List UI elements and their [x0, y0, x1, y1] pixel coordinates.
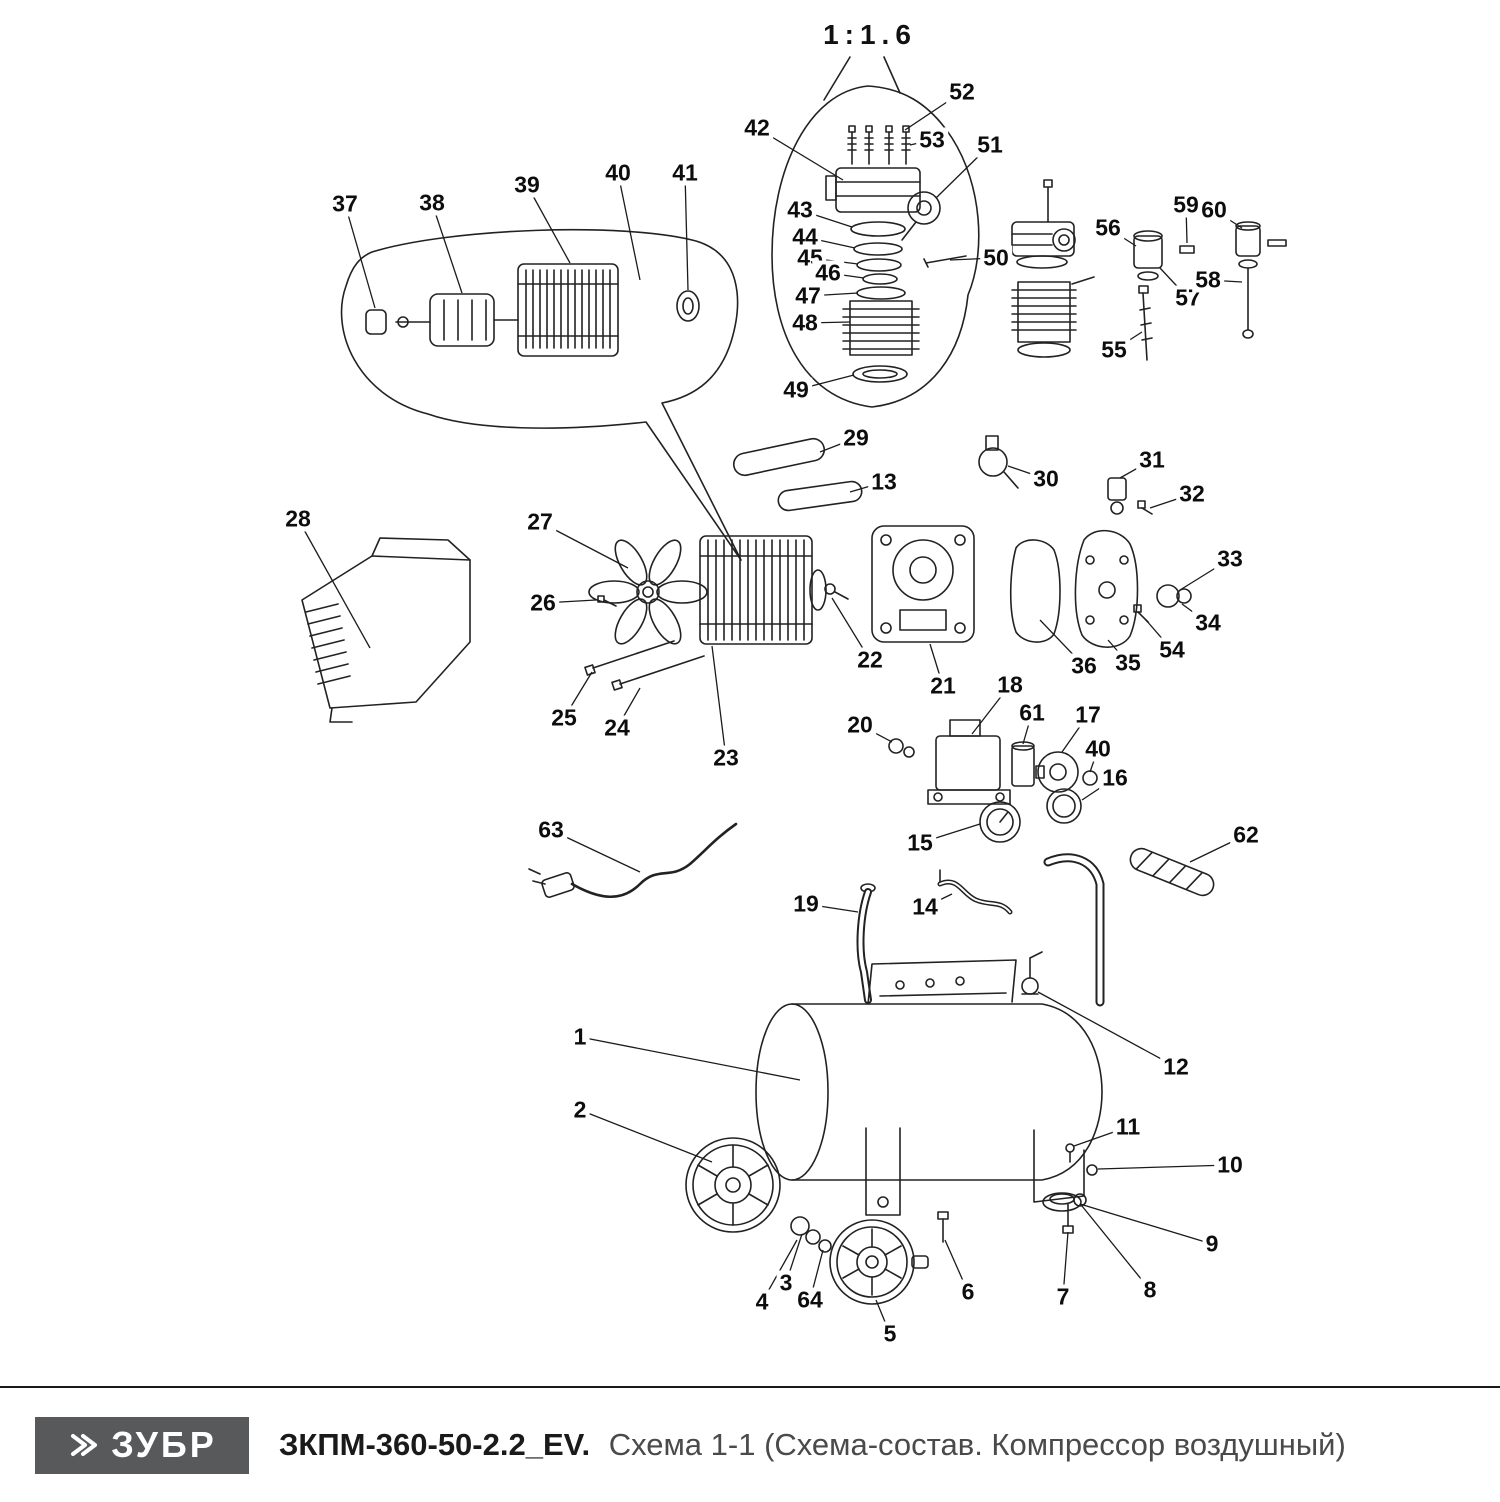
part-label-43: 43: [784, 197, 816, 223]
part-label-3: 3: [776, 1270, 796, 1296]
part-label-15: 15: [904, 830, 936, 856]
scale-annotation: 1:1.6: [819, 19, 921, 51]
part-label-58: 58: [1192, 267, 1224, 293]
part-label-7: 7: [1053, 1284, 1073, 1310]
document-title: ЗКПМ-360-50-2.2_EV. Схема 1-1 (Схема-сос…: [279, 1427, 1346, 1463]
part-label-32: 32: [1176, 481, 1208, 507]
part-label-18: 18: [994, 672, 1026, 698]
part-label-12: 12: [1160, 1054, 1192, 1080]
part-label-5: 5: [880, 1321, 900, 1347]
part-label-61: 61: [1016, 700, 1048, 726]
part-label-60: 60: [1198, 197, 1230, 223]
part-label-35: 35: [1112, 650, 1144, 676]
part-label-26: 26: [527, 590, 559, 616]
part-label-40: 40: [1082, 736, 1114, 762]
part-label-42: 42: [741, 115, 773, 141]
part-label-4: 4: [752, 1289, 772, 1315]
part-label-59: 59: [1170, 192, 1202, 218]
pressure-switch-group-drawing: [888, 719, 1098, 843]
part-label-50: 50: [980, 245, 1012, 271]
part-label-27: 27: [524, 509, 556, 535]
part-label-14: 14: [909, 894, 941, 920]
part-label-48: 48: [789, 310, 821, 336]
part-label-13: 13: [868, 469, 900, 495]
part-label-20: 20: [844, 712, 876, 738]
part-label-37: 37: [329, 191, 361, 217]
part-label-21: 21: [927, 673, 959, 699]
part-label-24: 24: [601, 715, 633, 741]
part-label-53: 53: [916, 127, 948, 153]
part-label-44: 44: [789, 224, 821, 250]
part-label-22: 22: [854, 647, 886, 673]
power-cord-drawing: [528, 822, 738, 898]
part-label-41: 41: [669, 160, 701, 186]
tank-drawing: [685, 951, 1103, 1305]
footer: ЗУБР ЗКПМ-360-50-2.2_EV. Схема 1-1 (Схем…: [0, 1386, 1500, 1502]
cylinder-head-exploded-drawing: [771, 85, 980, 408]
small-valve-parts-drawing: [1133, 221, 1287, 361]
model-code: ЗКПМ-360-50-2.2_EV.: [279, 1427, 591, 1462]
brand-logo: ЗУБР: [35, 1416, 249, 1474]
part-label-2: 2: [570, 1097, 590, 1123]
pipes-drawing: [856, 847, 1215, 1007]
brand-arrow-icon: [71, 1434, 98, 1456]
part-label-56: 56: [1092, 215, 1124, 241]
part-label-30: 30: [1030, 466, 1062, 492]
part-label-19: 19: [790, 891, 822, 917]
part-label-49: 49: [780, 377, 812, 403]
part-label-51: 51: [974, 132, 1006, 158]
part-label-34: 34: [1192, 610, 1224, 636]
part-label-62: 62: [1230, 822, 1262, 848]
part-label-31: 31: [1136, 447, 1168, 473]
scheme-title: Схема 1-1 (Схема-состав. Компрессор возд…: [608, 1427, 1346, 1462]
part-label-1: 1: [570, 1024, 590, 1050]
brand-name: ЗУБР: [111, 1424, 217, 1465]
part-label-39: 39: [511, 172, 543, 198]
part-label-63: 63: [535, 817, 567, 843]
part-label-54: 54: [1156, 637, 1188, 663]
part-label-40: 40: [602, 160, 634, 186]
part-label-25: 25: [548, 705, 580, 731]
part-label-46: 46: [812, 260, 844, 286]
part-label-29: 29: [840, 425, 872, 451]
part-label-23: 23: [710, 745, 742, 771]
part-label-28: 28: [282, 506, 314, 532]
part-label-52: 52: [946, 79, 978, 105]
part-label-33: 33: [1214, 546, 1246, 572]
part-label-6: 6: [958, 1279, 978, 1305]
part-label-11: 11: [1112, 1114, 1144, 1140]
part-label-10: 10: [1214, 1152, 1246, 1178]
part-label-64: 64: [794, 1287, 826, 1313]
part-label-8: 8: [1140, 1277, 1160, 1303]
part-label-9: 9: [1202, 1231, 1222, 1257]
cylinder-head-assembled-drawing: [923, 179, 1095, 358]
part-label-55: 55: [1098, 337, 1130, 363]
part-label-47: 47: [792, 283, 824, 309]
shroud-cover-drawing: [301, 537, 471, 723]
scale-callout-lines: [823, 56, 901, 101]
part-label-36: 36: [1068, 653, 1100, 679]
part-label-38: 38: [416, 190, 448, 216]
part-label-16: 16: [1099, 765, 1131, 791]
motor-assembly-drawing: [584, 435, 1192, 691]
part-label-17: 17: [1072, 702, 1104, 728]
